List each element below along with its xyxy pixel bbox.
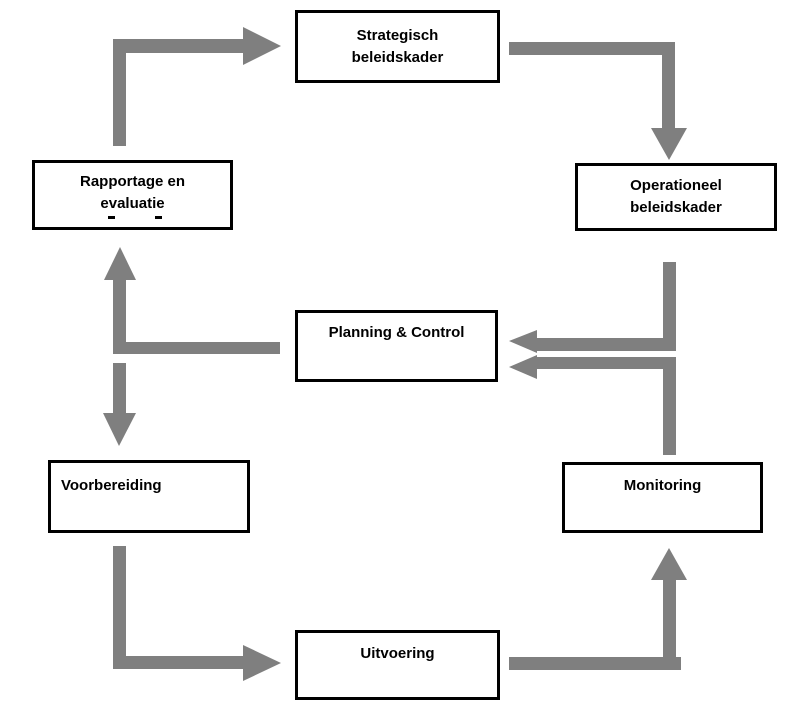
box-label-line: Rapportage en bbox=[79, 173, 185, 190]
clipped-text-mark bbox=[108, 216, 115, 219]
arrow-voorbereiding-to-uitvoering bbox=[113, 546, 281, 681]
box-label-line: Operationeel bbox=[630, 177, 722, 194]
box-label-line: Voorbereiding bbox=[61, 477, 162, 494]
box-strategisch-beleidskader: Strategisch beleidskader bbox=[295, 10, 500, 83]
box-label-line: Strategisch bbox=[356, 26, 439, 44]
box-label-line: Uitvoering bbox=[360, 645, 435, 662]
box-planning-control: Planning & Control bbox=[295, 310, 498, 382]
box-label-line: beleidskader bbox=[351, 48, 444, 66]
arrow-uitvoering-to-monitoring bbox=[509, 548, 687, 670]
box-voorbereiding: Voorbereiding bbox=[48, 460, 250, 533]
box-label-line: evaluatie bbox=[100, 195, 165, 212]
box-label-line: beleidskader bbox=[630, 199, 722, 216]
box-label-line: Planning & Control bbox=[328, 324, 465, 341]
arrow-rapportage-to-voorbereiding bbox=[103, 363, 136, 446]
clipped-text-mark bbox=[155, 216, 162, 219]
box-operationeel-beleidskader: Operationeel beleidskader bbox=[575, 163, 777, 231]
arrow-monitoring-to-planning bbox=[509, 355, 676, 455]
box-rapportage-evaluatie: Rapportage en evaluatie bbox=[32, 160, 233, 230]
arrow-operationeel-to-planning bbox=[509, 262, 676, 353]
arrow-strategisch-to-operationeel bbox=[509, 42, 687, 160]
arrow-rapportage-to-strategisch bbox=[113, 27, 281, 146]
box-monitoring: Monitoring bbox=[562, 462, 763, 533]
box-label-line: Monitoring bbox=[623, 477, 702, 494]
arrow-planning-to-rapportage bbox=[104, 247, 280, 354]
box-uitvoering: Uitvoering bbox=[295, 630, 500, 700]
